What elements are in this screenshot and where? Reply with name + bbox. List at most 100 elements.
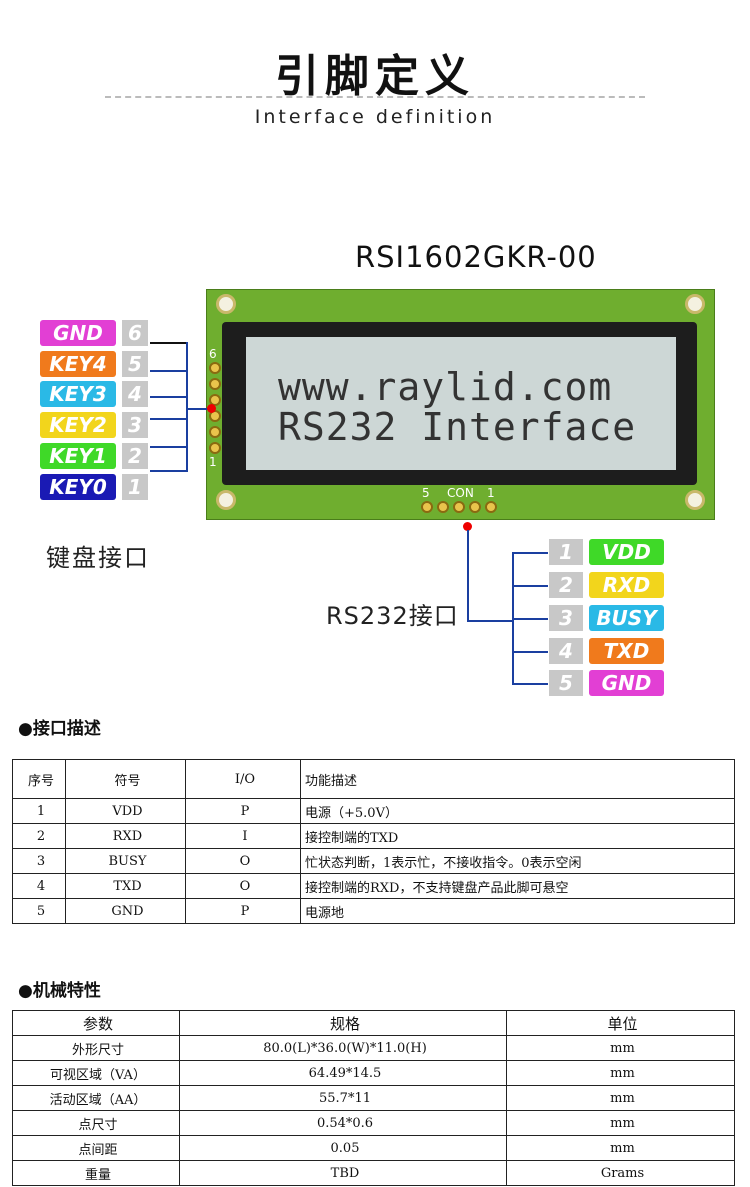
connector-line	[512, 552, 548, 554]
rs232-interface-label: RS232接口	[326, 602, 459, 630]
connector-line	[512, 585, 548, 587]
table-cell: mm	[506, 1085, 735, 1111]
table-row: 外形尺寸 80.0(L)*36.0(W)*11.0(H) mm	[12, 1035, 735, 1061]
pin-icon	[421, 501, 433, 513]
pin-icon	[209, 426, 221, 438]
rs232-pin-tag: TXD	[589, 638, 664, 664]
table-row: 重量 TBD Grams	[12, 1160, 735, 1186]
table-cell: 电源地	[300, 898, 735, 924]
pin-icon	[485, 501, 497, 513]
table-header-row: 序号 符号 I/O 功能描述	[12, 759, 735, 799]
table-row: 1 VDD P 电源（+5.0V）	[12, 798, 735, 824]
connector-line	[512, 552, 514, 683]
keyboard-pin-number: 5	[122, 351, 148, 377]
lcd-line-2: RS232 Interface	[278, 405, 637, 449]
connector-line	[467, 530, 469, 620]
table-cell: mm	[506, 1135, 735, 1161]
connector-line	[150, 470, 188, 472]
table-cell: 5	[12, 898, 66, 924]
table-header-cell: I/O	[185, 759, 301, 799]
keyboard-pin-tag: KEY3	[40, 381, 116, 407]
connector-line	[467, 620, 513, 622]
table-cell: 点尺寸	[12, 1110, 180, 1136]
table-cell: TXD	[65, 873, 186, 899]
keyboard-pin-tag: KEY0	[40, 474, 116, 500]
table-cell: Grams	[506, 1160, 735, 1186]
rs232-pin-tag: VDD	[589, 539, 664, 565]
table-header-cell: 功能描述	[300, 759, 735, 799]
pin-icon	[453, 501, 465, 513]
mount-hole-icon	[216, 294, 236, 314]
page-title: 引脚定义	[275, 51, 475, 102]
table-cell: O	[185, 873, 301, 899]
table-cell: 接控制端的TXD	[300, 823, 735, 849]
keyboard-pin-tag: KEY2	[40, 412, 116, 438]
table-row: 点间距 0.05 mm	[12, 1135, 735, 1161]
table-cell: 0.54*0.6	[179, 1110, 507, 1136]
mount-hole-icon	[216, 490, 236, 510]
interface-desc-table: 序号 符号 I/O 功能描述 1 VDD P 电源（+5.0V） 2 RXD I…	[12, 759, 735, 924]
rs232-pin-tag: RXD	[589, 572, 664, 598]
table-cell: GND	[65, 898, 186, 924]
table-cell: P	[185, 898, 301, 924]
connector-line	[512, 618, 548, 620]
table-cell: mm	[506, 1110, 735, 1136]
pin-icon	[209, 442, 221, 454]
keyboard-pin-number: 6	[122, 320, 148, 346]
table-cell: 重量	[12, 1160, 180, 1186]
table-cell: 2	[12, 823, 66, 849]
connector-line	[512, 683, 548, 685]
table-cell: 外形尺寸	[12, 1035, 180, 1061]
rs232-pin-number: 1	[549, 539, 583, 565]
table-cell: 3	[12, 848, 66, 874]
connector-line	[512, 651, 548, 653]
connector-line	[150, 418, 188, 420]
keyboard-pin-number: 2	[122, 443, 148, 469]
table-cell: P	[185, 798, 301, 824]
table-cell: BUSY	[65, 848, 186, 874]
connector-line	[150, 342, 188, 344]
table-row: 5 GND P 电源地	[12, 898, 735, 924]
table-cell: 55.7*11	[179, 1085, 507, 1111]
table-row: 3 BUSY O 忙状态判断，1表示忙，不接收指令。0表示空闲	[12, 848, 735, 874]
connector-line	[150, 396, 188, 398]
side-pin-label-1: 1	[209, 455, 217, 469]
table-cell: 活动区域（AA）	[12, 1085, 180, 1111]
table-cell: 点间距	[12, 1135, 180, 1161]
con-pin-label-1: 1	[487, 486, 495, 500]
pin-icon	[437, 501, 449, 513]
table-cell: 电源（+5.0V）	[300, 798, 735, 824]
page-subtitle: Interface definition	[254, 106, 496, 128]
table-cell: I	[185, 823, 301, 849]
table-cell: 接控制端的RXD，不支持键盘产品此脚可悬空	[300, 873, 735, 899]
rs232-pin-tag: GND	[589, 670, 664, 696]
table-cell: mm	[506, 1035, 735, 1061]
table-header-cell: 符号	[65, 759, 186, 799]
table-row: 4 TXD O 接控制端的RXD，不支持键盘产品此脚可悬空	[12, 873, 735, 899]
keyboard-pin-number: 1	[122, 474, 148, 500]
table-cell: 4	[12, 873, 66, 899]
side-pin-label-6: 6	[209, 347, 217, 361]
rs232-pin-number: 2	[549, 572, 583, 598]
mount-hole-icon	[685, 490, 705, 510]
rs232-pin-number: 5	[549, 670, 583, 696]
keyboard-pin-number: 3	[122, 412, 148, 438]
con-pin-label-5: 5	[422, 486, 430, 500]
table-cell: 可视区域（VA）	[12, 1060, 180, 1086]
interface-desc-heading: ●接口描述	[18, 719, 101, 739]
table-row: 2 RXD I 接控制端的TXD	[12, 823, 735, 849]
model-name: RSI1602GKR-00	[355, 240, 597, 274]
table-cell: 1	[12, 798, 66, 824]
table-cell: 0.05	[179, 1135, 507, 1161]
table-row: 可视区域（VA） 64.49*14.5 mm	[12, 1060, 735, 1086]
pin-icon	[209, 362, 221, 374]
table-cell: 64.49*14.5	[179, 1060, 507, 1086]
table-cell: 忙状态判断，1表示忙，不接收指令。0表示空闲	[300, 848, 735, 874]
table-header-cell: 序号	[12, 759, 66, 799]
table-cell: O	[185, 848, 301, 874]
keyboard-pin-tag: KEY4	[40, 351, 116, 377]
table-header-cell: 规格	[179, 1010, 507, 1036]
connector-line	[186, 408, 212, 410]
table-row: 活动区域（AA） 55.7*11 mm	[12, 1085, 735, 1111]
table-header-cell: 参数	[12, 1010, 180, 1036]
